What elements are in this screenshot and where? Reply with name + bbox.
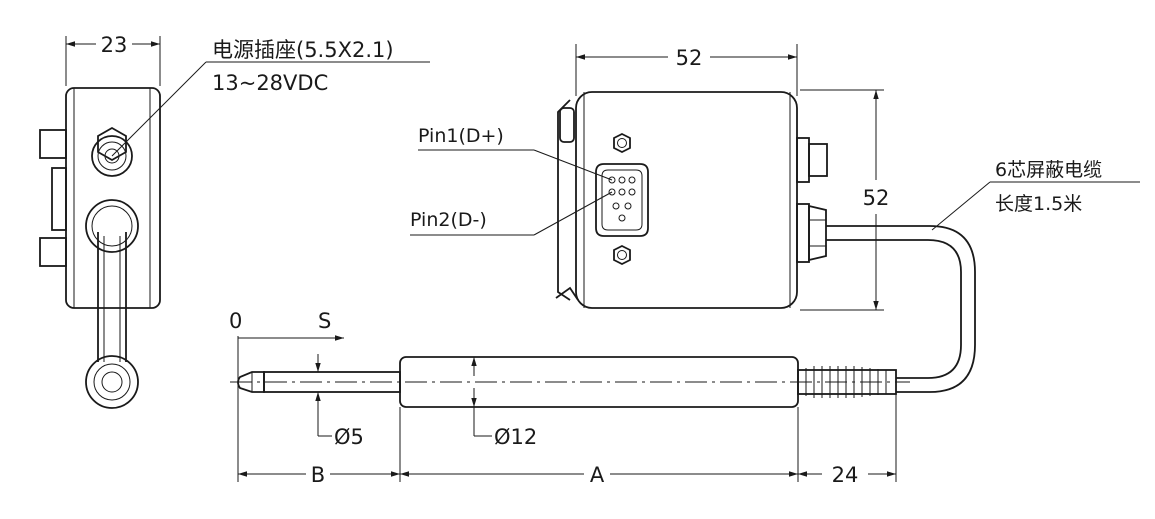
- dim-a-label: A: [590, 463, 605, 487]
- strain-relief-spring: [797, 366, 897, 398]
- dim-24-label: 24: [832, 463, 859, 487]
- cable-length-label: 长度1.5米: [995, 193, 1082, 215]
- pin2-label: Pin2(D-): [410, 209, 487, 231]
- cable-gland: [85, 199, 139, 253]
- stroke-label: S: [318, 309, 331, 333]
- power-socket: [91, 126, 133, 177]
- cable-label: 6芯屏蔽电缆: [995, 159, 1102, 181]
- front-width-dim: 52: [676, 46, 703, 70]
- rod-diameter-label: Ø5: [334, 425, 364, 449]
- body-diameter-label: Ø12: [494, 425, 537, 449]
- pin1-label: Pin1(D+): [418, 125, 504, 147]
- db9-connector: [595, 163, 649, 237]
- side-width-dim: 23: [101, 33, 128, 57]
- front-height-dim: 52: [863, 186, 890, 210]
- side-view: 23 电源插座(5.5X2.1) 13~28VDC: [39, 33, 430, 409]
- voltage-label: 13~28VDC: [212, 71, 328, 95]
- power-socket-label: 电源插座(5.5X2.1): [212, 38, 394, 62]
- front-view: 52 52: [410, 44, 1140, 393]
- dim-b-label: B: [311, 463, 325, 487]
- zero-label: 0: [229, 309, 242, 333]
- sensor-view: 0 S Ø5 Ø12: [229, 309, 910, 487]
